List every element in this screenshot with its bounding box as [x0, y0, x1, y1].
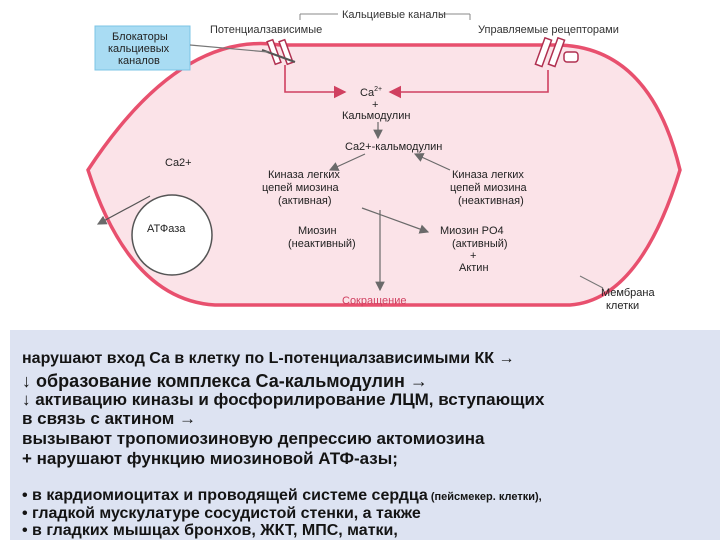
membrane-label-1: Мембрана — [601, 287, 655, 299]
myosin-inactive-1: Миозин — [298, 225, 337, 237]
potential-dependent-label: Потенциалзависимые — [210, 24, 322, 36]
ca-channels-label: Кальциевые каналы — [342, 9, 446, 21]
kinase-inactive-3: (неактивная) — [458, 195, 524, 207]
blockers-line-2: кальциевых — [108, 43, 170, 55]
kinase-inactive-2: цепей миозина — [450, 182, 528, 194]
text-line-4: в связь с актином → — [22, 409, 197, 428]
atpase-pump — [131, 194, 213, 276]
cell-membrane — [86, 41, 682, 307]
blocker-pointer — [189, 44, 269, 53]
text-line-3: ↓ активацию киназы и фосфорилирование ЛЦ… — [22, 390, 545, 409]
arrow-phosphorylation — [361, 207, 430, 234]
membrane-label-2: клетки — [606, 300, 639, 312]
plus-2: + — [470, 250, 476, 262]
ca-efflux-arrow — [96, 195, 151, 225]
plus-1: + — [372, 99, 378, 111]
calcium-channel-diagram: Кальциевые каналы Потенциалзависимые Упр… — [86, 9, 682, 312]
text-line-5: вызывают тропомиозиновую депрессию актом… — [22, 429, 485, 448]
contraction-label: Сокращение — [342, 295, 407, 307]
text-line-1: нарушают вход Са в клетку по L-потенциал… — [22, 350, 515, 367]
ca-entry-left — [284, 65, 347, 99]
actin-label: Актин — [459, 262, 489, 274]
channels-bracket — [299, 13, 471, 20]
kinase-active-1: Киназа легких — [268, 169, 340, 181]
arrow-complex-to-active — [328, 153, 366, 171]
blockers-line-1: Блокаторы — [112, 31, 168, 43]
bullet-line-2: • гладкой мускулатуре сосудистой стенки,… — [22, 505, 421, 522]
bullet-1-text: • в кардиомиоцитах и проводящей системе … — [22, 487, 428, 504]
text-line-2: ↓ образование комплекса Са-кальмодулин → — [22, 371, 428, 391]
ca-out-label: Ca2+ — [165, 157, 192, 169]
ca2-label: Ca2+ — [360, 86, 382, 99]
arrow-inactive-to-complex — [413, 153, 451, 171]
myosin-inactive-2: (неактивный) — [288, 238, 356, 250]
text-panel — [10, 330, 720, 540]
receptor-operated-label: Управляемые рецепторами — [478, 24, 619, 36]
atpase-label: АТФаза — [147, 223, 186, 235]
ca-entry-right — [388, 70, 549, 99]
kinase-active-2: цепей миозина — [262, 182, 340, 194]
bullet-line-1: • в кардиомиоцитах и проводящей системе … — [22, 487, 542, 505]
membrane-pointer — [579, 275, 604, 289]
text-line-6: + нарушают функцию миозиновой АТФ-азы; — [22, 449, 398, 468]
potential-dependent-channel — [261, 38, 296, 66]
myosin-po4-2: (активный) — [452, 238, 508, 250]
kinase-active-3: (активная) — [278, 195, 332, 207]
blockers-box — [94, 25, 191, 71]
calmodulin-label: Кальмодулин — [342, 110, 410, 122]
ca-calmodulin-label: Ca2+-кальмодулин — [345, 141, 442, 153]
kinase-inactive-1: Киназа легких — [452, 169, 524, 181]
receptor-operated-channel — [534, 36, 579, 68]
blockers-line-3: каналов — [118, 55, 160, 67]
bullet-line-3: • в гладких мышцах бронхов, ЖКТ, МПС, ма… — [22, 522, 398, 539]
myosin-po4-1: Миозин PO4 — [440, 225, 504, 237]
bullet-1-note: (пейсмекер. клетки), — [427, 491, 542, 503]
